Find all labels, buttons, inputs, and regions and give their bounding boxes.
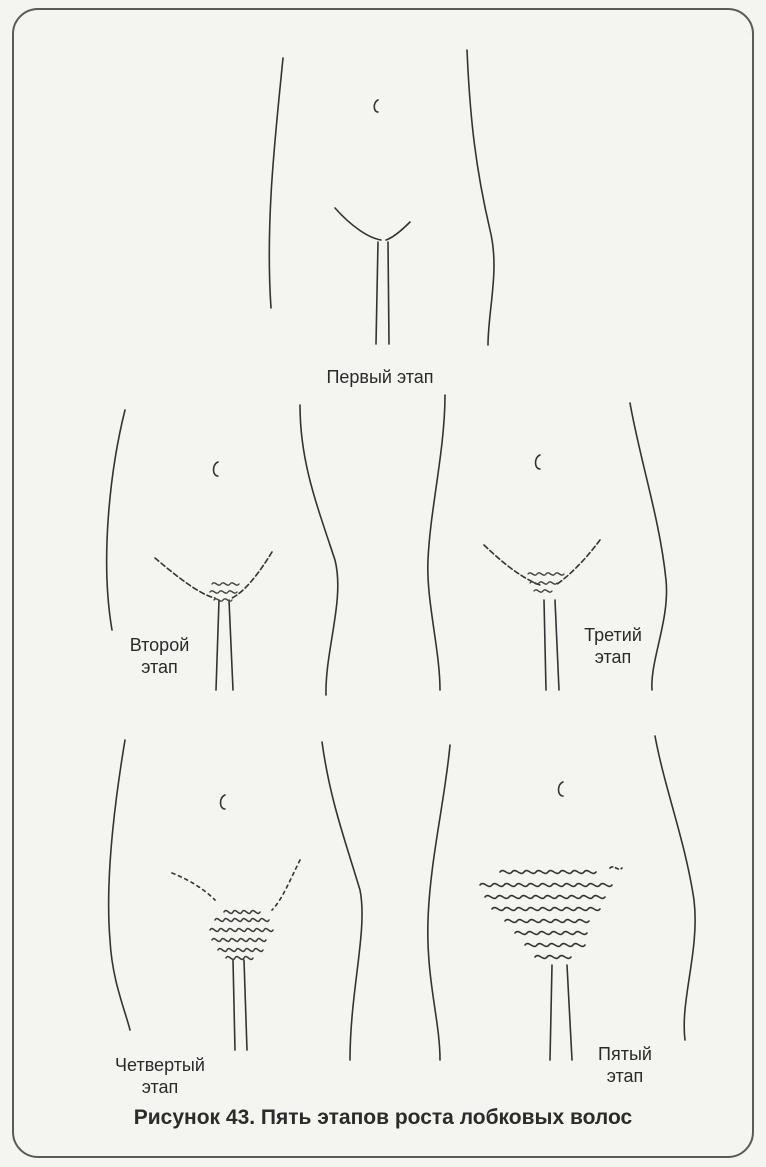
stage-3-label-line2: этап	[563, 646, 663, 668]
stage-5-label: Пятый этап	[575, 1043, 675, 1087]
stage-2-left-body-outline	[107, 410, 125, 630]
stage-1-leg-right	[388, 242, 389, 344]
stage-3-label-line1: Третий	[563, 624, 663, 646]
figure-caption: Рисунок 43. Пять этапов роста лобковых в…	[0, 1106, 766, 1130]
stage-2-groin-right	[232, 552, 272, 598]
stage-2-label-line1: Второй	[112, 634, 207, 656]
stage-4-left-body-outline	[109, 740, 130, 1030]
stage-3-leg-right	[555, 600, 559, 690]
stage-1-label: Первый этап	[300, 366, 460, 388]
stage-2-navel	[214, 462, 219, 476]
stage-4-label: Четвертый этап	[95, 1054, 225, 1098]
stage-1-label-line1: Первый этап	[326, 367, 433, 387]
stage-3-label: Третий этап	[563, 624, 663, 668]
stage-1-left-body-outline	[269, 58, 283, 308]
stage-4-navel	[221, 795, 226, 809]
stage-2-right-body-outline	[300, 405, 338, 695]
stage-1-groin-right	[386, 222, 410, 240]
stage-4-right-body-outline	[322, 742, 362, 1060]
stage-3-navel	[536, 455, 541, 469]
stage-1-figure	[269, 50, 494, 345]
stage-4-label-line2: этап	[95, 1076, 225, 1098]
stage-3-groin-right	[556, 540, 600, 585]
stage-5-leg-left	[550, 965, 552, 1060]
stage-3-leg-left	[544, 600, 546, 690]
stage-2-leg-left	[216, 600, 219, 690]
stage-4-leg-left	[233, 960, 235, 1050]
stage-5-hair	[480, 867, 622, 959]
stage-3-groin-left	[484, 545, 540, 585]
stage-5-label-line2: этап	[575, 1065, 675, 1087]
stage-2-groin-left	[155, 558, 215, 598]
stage-2-leg-right	[229, 600, 233, 690]
stage-4-hair	[210, 911, 273, 960]
stage-4-figure	[109, 740, 362, 1060]
stage-4-groin-left	[172, 873, 215, 900]
stage-5-left-body-outline	[428, 745, 450, 1060]
stage-1-leg-left	[376, 242, 378, 344]
stage-4-leg-right	[244, 960, 247, 1050]
stage-5-navel	[559, 782, 564, 796]
stage-4-label-line1: Четвертый	[95, 1054, 225, 1076]
stage-1-right-body-outline	[467, 50, 494, 345]
stage-5-leg-right	[567, 965, 572, 1060]
stage-5-figure	[428, 736, 695, 1060]
stage-5-label-line1: Пятый	[575, 1043, 675, 1065]
stage-2-label-line2: этап	[112, 656, 207, 678]
stage-5-right-body-outline	[655, 736, 695, 1040]
stage-2-label: Второй этап	[112, 634, 207, 678]
stage-4-groin-right	[272, 860, 300, 910]
stage-1-navel	[374, 100, 378, 112]
stage-1-groin-left	[335, 208, 381, 240]
stage-3-left-body-outline	[428, 395, 445, 690]
